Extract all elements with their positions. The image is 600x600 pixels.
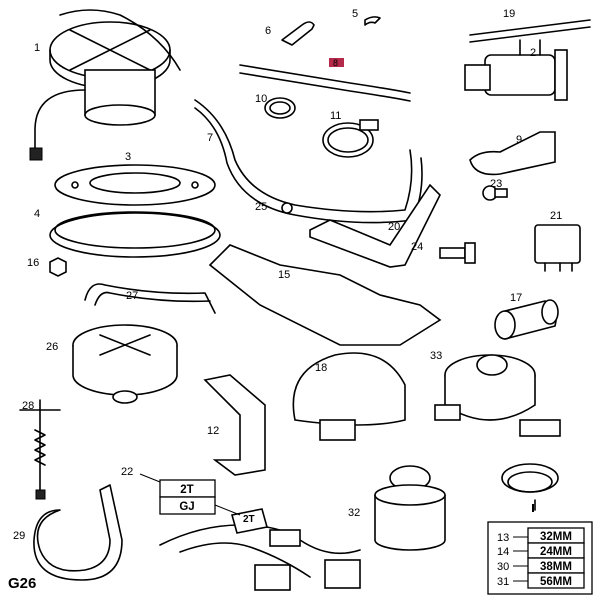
label-11: 11	[330, 110, 341, 122]
part-21-relay	[534, 224, 581, 272]
part-1-air-pump	[29, 9, 181, 161]
label-12: 12	[207, 425, 219, 437]
table-size-13: 32MM	[540, 531, 572, 543]
leader-22	[139, 473, 161, 483]
label-6: 6	[265, 25, 271, 37]
clamp-size-table: 13 14 30 31 32MM 24MM 38MM 56MM	[487, 521, 593, 595]
label-22: 22	[121, 466, 133, 478]
label-33: 33	[430, 350, 442, 362]
label-29: 29	[13, 530, 25, 542]
part-17-elbow	[494, 299, 559, 340]
table-size-30: 38MM	[540, 561, 572, 573]
part-4-ring	[49, 211, 221, 258]
label-32: 32	[348, 507, 360, 519]
part-19-pipe	[469, 19, 591, 43]
table-part-14: 14	[497, 546, 509, 558]
part-3-flange	[54, 164, 216, 206]
part-10-clamp	[264, 97, 296, 119]
label-18: 18	[315, 362, 327, 374]
leader-harness	[214, 504, 241, 516]
highlight-marker	[329, 58, 344, 67]
label-23: 23	[490, 178, 502, 190]
label-5: 5	[352, 8, 358, 20]
part-8-hose	[239, 64, 411, 102]
wiring-harness	[159, 508, 361, 591]
table-size-14: 24MM	[540, 546, 572, 558]
part-15-bracket	[208, 244, 442, 346]
part-12-bracket	[203, 374, 266, 476]
label-19: 19	[503, 8, 515, 20]
label-22-box: 2T GJ	[159, 479, 216, 515]
part-33-valve	[434, 354, 561, 437]
label-20: 20	[388, 221, 400, 233]
label-21: 21	[550, 210, 562, 222]
label-24: 24	[411, 241, 423, 253]
label-28: 28	[22, 400, 34, 412]
label-22-code-2: GJ	[179, 501, 194, 513]
diagram-code: G26	[8, 575, 36, 592]
harness-tag: 2T	[243, 514, 255, 525]
label-9: 9	[516, 134, 522, 146]
label-17: 17	[510, 292, 522, 304]
label-4: 4	[34, 208, 40, 220]
part-32-filter	[374, 465, 446, 551]
part-9-bracket	[469, 131, 556, 176]
label-1: 1	[34, 42, 40, 54]
part-6-hose	[281, 21, 315, 46]
part-25-bolt	[281, 202, 293, 214]
label-16: 16	[27, 257, 39, 269]
part-27-strap	[84, 283, 216, 314]
part-26-filter	[72, 324, 178, 404]
label-7: 7	[207, 132, 213, 144]
part-5-hose	[364, 16, 381, 26]
label-10: 10	[255, 93, 267, 105]
part-11-clamp	[322, 119, 379, 158]
part-20-bracket	[309, 183, 441, 268]
part-16-nut	[49, 257, 67, 277]
part-29-strap	[33, 484, 123, 581]
part-7-hose	[194, 99, 423, 224]
label-27: 27	[126, 290, 138, 302]
label-8: 8	[333, 58, 338, 68]
label-25: 25	[255, 201, 267, 213]
label-2: 2	[530, 47, 536, 59]
part-28-sensor	[19, 399, 61, 500]
table-part-31: 31	[497, 576, 509, 588]
label-22-code-1: 2T	[180, 484, 193, 496]
label-3: 3	[125, 151, 131, 163]
part-2-valve	[464, 39, 568, 101]
label-26: 26	[46, 341, 58, 353]
table-size-31: 56MM	[540, 576, 572, 588]
part-18-cover	[292, 352, 406, 426]
part-24-bolt	[439, 242, 476, 264]
table-part-13: 13	[497, 532, 509, 544]
part-23-bolt	[482, 185, 508, 201]
label-15: 15	[278, 269, 290, 281]
table-part-30: 30	[497, 561, 509, 573]
clamp-13-14-30-31	[501, 463, 559, 511]
